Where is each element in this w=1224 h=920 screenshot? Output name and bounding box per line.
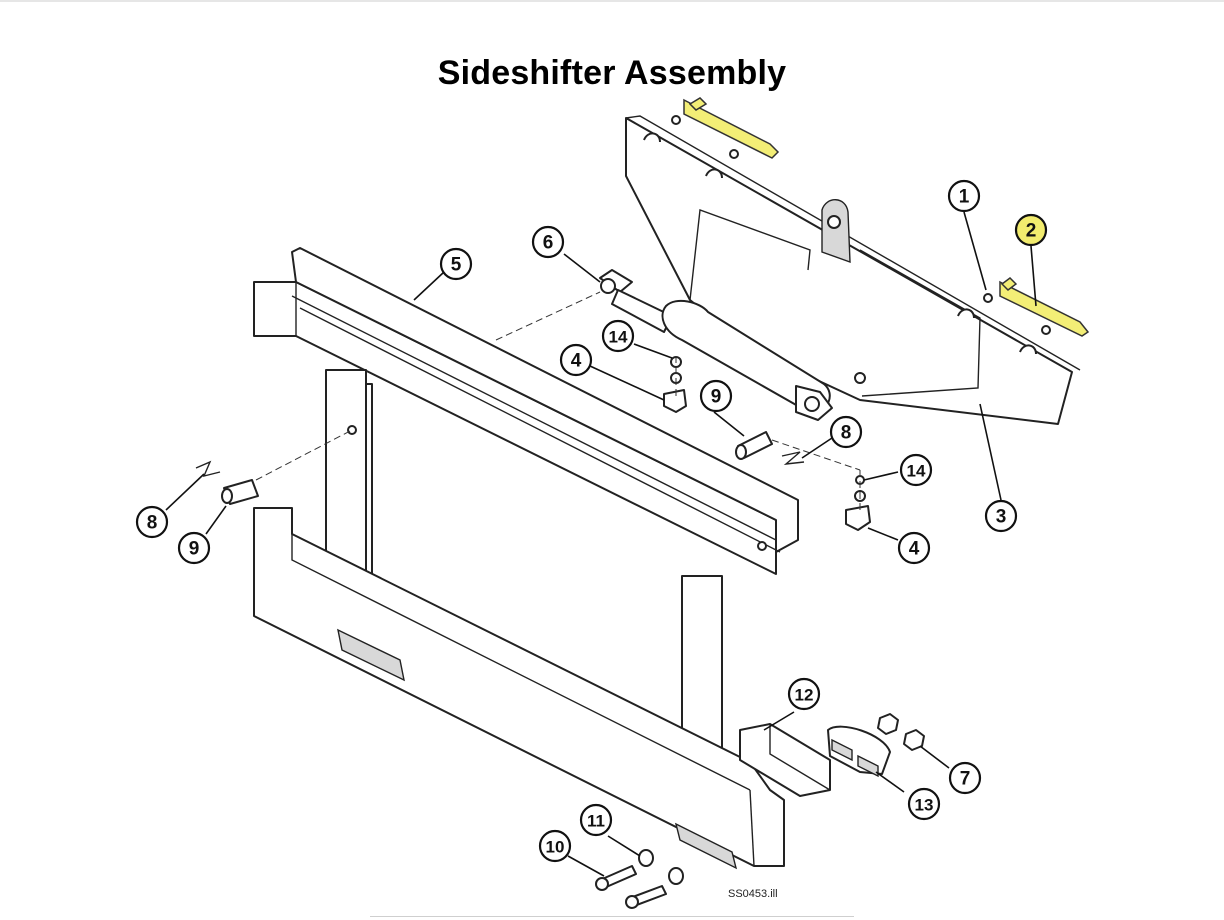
- callout-label: 12: [795, 686, 814, 705]
- callout-5-balloon: 5: [439, 247, 473, 281]
- wear-strip-upper: [671, 97, 780, 159]
- clip-right: [781, 451, 805, 465]
- callout-label: 9: [189, 539, 200, 560]
- bottom-border: [370, 916, 854, 917]
- callout-14-balloon: 14: [899, 453, 933, 487]
- washers: [638, 849, 684, 885]
- callout-label: 4: [909, 539, 920, 560]
- elbow-fitting-lower: [845, 475, 871, 531]
- callout-label: 4: [571, 351, 582, 372]
- callout-circle: [787, 677, 821, 711]
- callout-label: 3: [996, 507, 1007, 528]
- callout-9-balloon: 9: [699, 379, 733, 413]
- callout-circle: [177, 531, 211, 565]
- callout-circle: [579, 803, 613, 837]
- elbow-fitting-upper: [663, 356, 687, 413]
- callout-circle: [947, 179, 981, 213]
- callout-label: 2: [1026, 221, 1037, 242]
- callout-label: 9: [711, 387, 722, 408]
- callout-circle: [948, 761, 982, 795]
- leader-lines: [165, 211, 1037, 877]
- pin-right: [735, 431, 773, 460]
- callout-1-balloon: 1: [947, 179, 981, 213]
- callout-circle: [829, 415, 863, 449]
- hex-nuts: [877, 713, 925, 751]
- callout-12-balloon: 12: [787, 677, 821, 711]
- callout-label: 6: [543, 233, 554, 254]
- wear-block: [739, 723, 831, 797]
- callout-2-balloon: 2: [1014, 213, 1048, 247]
- callout-circle: [601, 319, 635, 353]
- bolts: [595, 865, 667, 909]
- callout-8-balloon: 8: [829, 415, 863, 449]
- callout-label: 13: [915, 796, 934, 815]
- callout-circle: [135, 505, 169, 539]
- callout-10-balloon: 10: [538, 829, 572, 863]
- callout-label: 14: [609, 328, 628, 347]
- top-border: [0, 0, 1224, 2]
- callout-4-balloon: 4: [559, 343, 593, 377]
- callout-circle: [897, 531, 931, 565]
- rear-mounting-plate: [625, 115, 1081, 425]
- callout-13-balloon: 13: [907, 787, 941, 821]
- callout-label: 8: [841, 423, 852, 444]
- callout-3-balloon: 3: [984, 499, 1018, 533]
- callout-label: 10: [546, 838, 565, 857]
- callout-circle: [984, 499, 1018, 533]
- assembly-lines: [255, 291, 861, 512]
- clip-left: [195, 460, 221, 478]
- callout-circle: [531, 225, 565, 259]
- callout-9-balloon: 9: [177, 531, 211, 565]
- callout-circle: [907, 787, 941, 821]
- callout-label: 14: [907, 462, 926, 481]
- callout-label: 1: [959, 187, 970, 208]
- callout-circle: [699, 379, 733, 413]
- callout-circle: [559, 343, 593, 377]
- callout-label: 8: [147, 513, 158, 534]
- callout-4-balloon: 4: [897, 531, 931, 565]
- callout-circle: [439, 247, 473, 281]
- drawing-id-caption: SS0453.ill: [728, 888, 778, 900]
- hydraulic-cylinder: [599, 269, 833, 421]
- callout-circle: [899, 453, 933, 487]
- callout-6-balloon: 6: [531, 225, 565, 259]
- callout-7-balloon: 7: [948, 761, 982, 795]
- callout-14-balloon: 14: [601, 319, 635, 353]
- callout-label: 7: [960, 769, 971, 790]
- lower-hook: [827, 725, 891, 778]
- callout-label: 5: [451, 255, 462, 276]
- callout-11-balloon: 11: [579, 803, 613, 837]
- callout-circle: [538, 829, 572, 863]
- callout-circle: [1014, 213, 1048, 247]
- wear-strip-lower: [983, 277, 1090, 337]
- carriage-frame: [253, 247, 799, 870]
- pin-left: [221, 479, 259, 505]
- callout-8-balloon: 8: [135, 505, 169, 539]
- diagram-title: Sideshifter Assembly: [437, 54, 787, 92]
- callout-label: 11: [587, 812, 605, 831]
